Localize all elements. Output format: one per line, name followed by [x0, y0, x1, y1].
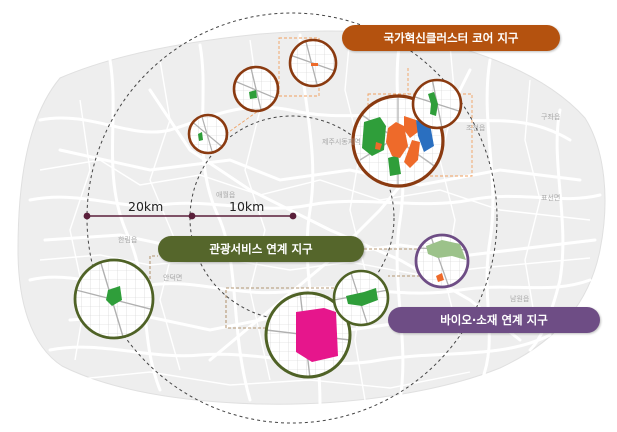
- place-label-hallim: 한림읍: [118, 236, 138, 244]
- zone-circle-core: [351, 94, 445, 188]
- distance-scale: [83, 212, 297, 220]
- distance-label-10km: 10km: [229, 199, 265, 214]
- place-label-namwon: 남원읍: [510, 295, 530, 303]
- tourism-zone-label: 관광서비스 연계 지구: [158, 236, 364, 262]
- place-label-aewol: 애월읍: [216, 191, 236, 199]
- place-label-gujwa: 구좌읍: [541, 113, 561, 121]
- place-label-pyoseon: 표선면: [541, 194, 561, 202]
- place-label-jocheon: 조천읍: [466, 124, 486, 132]
- zone-circle-2: [232, 65, 280, 113]
- zone-circle-1: [187, 113, 229, 155]
- road-network: [28, 33, 602, 407]
- zone-circle-bio: [414, 233, 470, 289]
- distance-label-20km: 20km: [128, 199, 164, 214]
- place-label-central: 제주시동지역: [322, 138, 361, 146]
- core-zone-label: 국가혁신클러스터 코어 지구: [342, 25, 560, 51]
- zone-circle-tourism-east: [332, 269, 390, 327]
- zone-circle-5: [411, 78, 463, 130]
- place-label-andeok: 안덕면: [163, 274, 183, 282]
- zone-circle-tourism-west: [73, 258, 155, 340]
- bio-zone-label: 바이오·소재 연계 지구: [388, 307, 600, 333]
- zone-circle-3: [288, 38, 338, 88]
